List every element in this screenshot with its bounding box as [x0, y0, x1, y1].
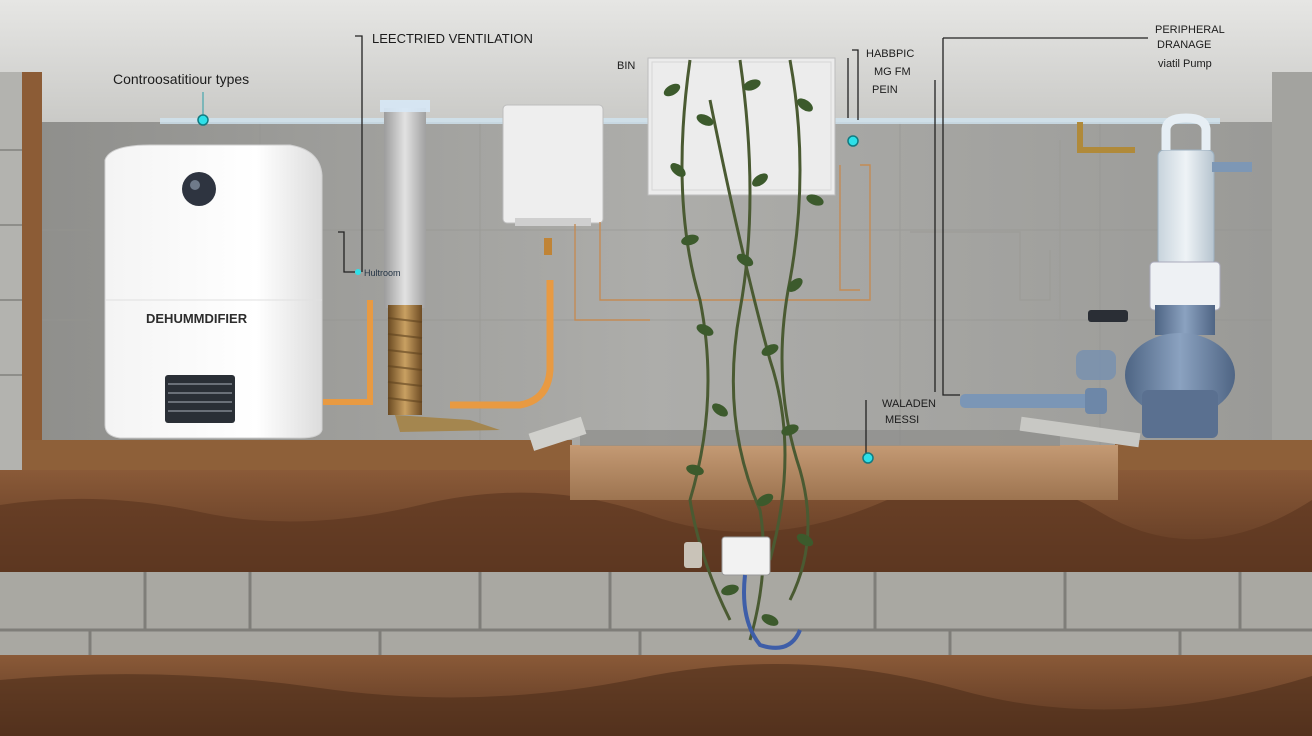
- sump-discharge-hose: [742, 574, 802, 650]
- label-ventilation: LEECTRIED VENTILATION: [372, 31, 533, 46]
- pump-reservoir: [1157, 149, 1215, 266]
- channel-cover-right: [1019, 416, 1141, 448]
- right-wall: [1272, 72, 1312, 472]
- label-pump: viatil Pump: [1158, 58, 1212, 70]
- label-habbpic-line2: MG FM: [874, 66, 911, 78]
- flex-ribs: [387, 317, 423, 403]
- label-peripheral-line2: DRANAGE: [1157, 39, 1212, 51]
- duct-base: [395, 415, 500, 432]
- brass-pipe-right: [1077, 122, 1135, 153]
- floor-slab-left: [22, 440, 572, 470]
- ventilation-duct: [384, 108, 426, 308]
- sump-fitting: [684, 542, 702, 568]
- vine-leaves: [663, 79, 824, 626]
- dehumidifier-vent-grille: [165, 375, 235, 423]
- pump-side-outlet: [1212, 162, 1252, 172]
- water-pump-assembly: [960, 113, 1252, 438]
- left-block-wall: [0, 72, 25, 472]
- condensate-pipe-left: [323, 300, 373, 405]
- label-bin: BIN: [617, 60, 636, 72]
- pump-inlet-loop: [1161, 113, 1211, 150]
- control-panel-box: [502, 104, 604, 224]
- label-wall-line1: WALADEN: [882, 398, 936, 410]
- bin-planter: [647, 57, 836, 196]
- soil-texture-upper: [0, 479, 1312, 575]
- flex-duct: [388, 305, 422, 415]
- marker-dot-conditions: [197, 114, 209, 126]
- label-conditions: Controosatitiour types: [113, 71, 250, 87]
- label-wall-line2: MESSI: [885, 414, 920, 426]
- left-block-joints: [0, 149, 25, 376]
- label-habbpic-line1: HABBPIC: [866, 48, 915, 60]
- pump-neck: [1155, 305, 1215, 335]
- faint-conduits: [910, 140, 1061, 320]
- block-joints: [0, 572, 1312, 660]
- wiring: [574, 164, 871, 321]
- duct-glow: [380, 100, 430, 112]
- channel-cover-left: [528, 416, 587, 451]
- left-soil-strip: [22, 72, 42, 472]
- dehumidifier-unit: [104, 144, 323, 439]
- wall-sensor: [1088, 310, 1128, 322]
- marker-dot-bin: [847, 135, 859, 147]
- soil-texture-lower: [0, 664, 1312, 736]
- pump-collar: [1149, 261, 1221, 311]
- callout-markers: [197, 92, 874, 464]
- label-peripheral-line1: PERIPHERAL: [1155, 24, 1225, 36]
- channel-grate: [580, 430, 1060, 446]
- label-humidistat: Hultroom: [364, 268, 401, 278]
- callout-leaders: [338, 35, 1148, 455]
- grille-slats: [168, 383, 232, 412]
- marker-dot-channel: [862, 452, 874, 464]
- foundation-blocks: [0, 572, 1312, 660]
- label-habbpic-line3: PEIN: [872, 84, 898, 96]
- pump-base: [1142, 390, 1218, 438]
- sump-box: [721, 536, 771, 576]
- marker-dot-humidistat: [355, 269, 361, 275]
- dehumidifier-dial: [182, 172, 216, 206]
- drainage-channel: [570, 445, 1118, 500]
- condensate-pipe-right: [450, 280, 554, 409]
- label-dehumidifier: DEHUMMDIFIER: [146, 311, 248, 326]
- floor-slab-right: [1115, 440, 1312, 470]
- pump-discharge-pipe: [960, 394, 1090, 408]
